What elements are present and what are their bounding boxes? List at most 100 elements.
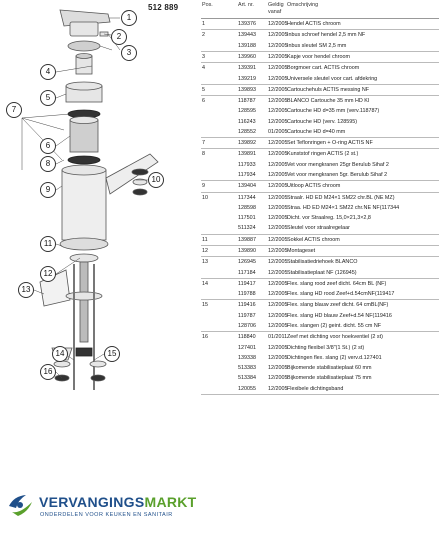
cell-pos: 14 [202, 280, 208, 287]
cell-valid-from: 12/2005 [268, 236, 288, 243]
cell-valid-from: 12/2005 [268, 172, 288, 179]
cell-pos [201, 355, 238, 362]
header-valid-from: Geldig vanaf [268, 2, 284, 15]
cell-pos [201, 313, 238, 320]
cell-art-nr: 128706 [238, 322, 256, 329]
cell-description: Kapje voor hendel chroom [287, 53, 350, 60]
callout-6: 6 [40, 138, 56, 154]
cell-pos [201, 162, 238, 169]
cell-art-nr: 119416 [238, 302, 256, 309]
cell-pos [201, 345, 238, 352]
cell-description: Sleutel voor straalregelaar [287, 225, 350, 232]
callout-10: 10 [148, 172, 164, 188]
callout-5: 5 [40, 90, 56, 106]
diagram-part-number: 512 889 [148, 3, 179, 12]
cell-description: Uitloop ACTIS chroom [287, 183, 341, 190]
table-header: Pos. Art. nr. Geldig vanaf Omschrijving [201, 0, 439, 19]
cell-art-nr: 119787 [238, 312, 256, 319]
cell-description: Borgmoer cart. ACTIS chroom [287, 65, 360, 72]
cell-pos: 10 [202, 194, 208, 201]
cell-description: Inbus sleutel SM 2,5 mm [287, 42, 347, 49]
cell-description: Straa. HD ED M24×1 SM22 chr.NE NF(117344 [287, 204, 400, 211]
cell-pos [201, 76, 238, 83]
cell-art-nr: 139891 [238, 151, 256, 158]
cell-valid-from: 12/2005 [268, 365, 288, 372]
cell-valid-from: 12/2005 [268, 291, 288, 298]
cell-art-nr: 116243 [238, 118, 256, 125]
cell-valid-from: 12/2005 [268, 259, 288, 266]
cell-valid-from: 12/2005 [268, 108, 288, 115]
cell-art-nr: 118787 [238, 98, 256, 105]
cell-pos: 12 [202, 248, 208, 254]
cell-art-nr: 139219 [238, 75, 256, 82]
cell-art-nr: 139338 [238, 354, 256, 361]
cell-pos [201, 172, 238, 179]
cell-art-nr: 126945 [238, 259, 256, 266]
cell-pos [201, 323, 238, 330]
cell-art-nr: 118840 [238, 334, 256, 341]
cell-art-nr: 120055 [238, 385, 256, 392]
cell-pos: 8 [202, 151, 205, 158]
table-group-pos-8: 8 139891 12/2005 Kunststof ringen ACTIS (2 … [201, 149, 439, 182]
callout-12: 12 [40, 266, 56, 282]
cell-valid-from: 12/2005 [268, 204, 288, 211]
cell-pos: 3 [202, 53, 205, 60]
callout-1: 1 [121, 10, 137, 26]
cell-art-nr: 139391 [238, 65, 256, 72]
cell-pos [201, 215, 238, 222]
cell-description: Kunststof ringen ACTIS (2 st.) [287, 151, 359, 158]
header-description: Omschrijving [287, 2, 319, 8]
cell-art-nr: 117344 [238, 194, 256, 201]
logo-name-accent: MARKT [144, 494, 197, 510]
cell-description: Hendel ACTIS chroom [287, 21, 341, 28]
cell-valid-from: 12/2005 [268, 53, 288, 60]
cell-art-nr: 139443 [238, 32, 256, 39]
cell-art-nr: 511324 [238, 225, 256, 232]
cell-valid-from: 12/2005 [268, 354, 288, 361]
cell-description: Vet voor mengkranen 25gr Berulub Sihaf 2 [287, 161, 389, 168]
cell-description: Cartouche HD (verv. 128595) [287, 118, 358, 125]
cell-description: Flex. slangen (2) geint. dicht. 55 cm NF [287, 322, 382, 329]
cell-pos [201, 108, 238, 115]
cell-art-nr: 513383 [238, 365, 256, 372]
cell-valid-from: 12/2005 [268, 248, 288, 254]
cell-pos: 2 [202, 32, 205, 39]
cell-description: Dicht. vor Straalreg. 15,0×21,3×2,8 [287, 215, 371, 222]
cell-valid-from: 12/2005 [268, 75, 288, 82]
cell-description: Stabilisatieplaat NF (126945) [287, 269, 357, 276]
callout-11: 11 [40, 236, 56, 252]
cell-valid-from: 12/2005 [268, 280, 288, 287]
logo-name-main: VERVANGINGS [39, 494, 145, 510]
cell-valid-from: 12/2005 [268, 86, 288, 93]
cell-valid-from: 01/2011 [268, 334, 288, 341]
cell-pos: 13 [202, 259, 208, 266]
cell-valid-from: 12/2005 [268, 269, 288, 276]
cell-description: Cartouche HD d=35 mm (verv.118787) [287, 108, 380, 115]
cell-description: BLANCO Cartouche 35 mm HD KI [287, 98, 370, 105]
cell-valid-from: 12/2005 [268, 385, 288, 392]
cell-description: Cartouche HD d=40 mm [287, 128, 346, 135]
